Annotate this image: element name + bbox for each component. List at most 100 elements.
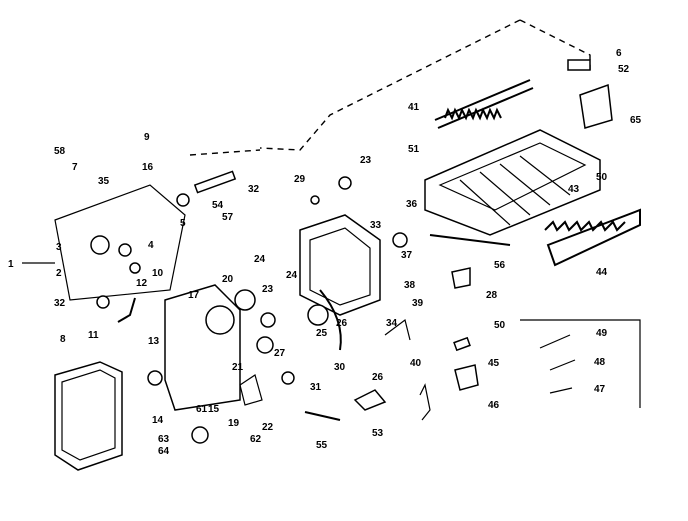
part-label-32: 32	[54, 298, 66, 309]
motor-17	[205, 305, 235, 335]
part-label-29: 29	[294, 174, 306, 185]
part-label-13: 13	[148, 336, 160, 347]
part-label-20: 20	[222, 274, 234, 285]
part-label-11: 11	[88, 330, 99, 341]
part-label-7: 7	[72, 162, 78, 173]
control-assembly-outline	[54, 184, 186, 301]
part-label-38: 38	[404, 280, 416, 291]
front-cover-part	[54, 361, 123, 471]
part-label-16: 16	[142, 162, 154, 173]
part-label-49: 49	[596, 328, 608, 339]
part-number-labels: 6526541515043445623293336379163254557587…	[8, 48, 642, 457]
shaft-54	[193, 170, 237, 194]
gear-63	[191, 426, 209, 444]
gear-26a	[256, 336, 274, 354]
part-label-4: 4	[148, 240, 154, 251]
clip-48	[549, 359, 576, 371]
part-label-65: 65	[630, 115, 642, 126]
fitting-6	[567, 59, 591, 71]
part-label-3: 3	[56, 242, 62, 253]
part-label-57: 57	[222, 212, 234, 223]
motor-3	[90, 235, 110, 255]
part-label-46: 46	[488, 400, 500, 411]
part-label-33: 33	[370, 220, 382, 231]
part-label-24: 24	[286, 270, 298, 281]
wire-40	[419, 383, 431, 421]
arm-30	[319, 289, 342, 351]
bracket-28	[451, 267, 471, 289]
part-label-40: 40	[410, 358, 422, 369]
part-label-51: 51	[408, 144, 420, 155]
screw-29	[310, 195, 320, 205]
part-label-14: 14	[152, 415, 164, 426]
part-label-31: 31	[310, 382, 322, 393]
part-label-62: 62	[250, 434, 262, 445]
part-label-26: 26	[372, 372, 384, 383]
part-label-30: 30	[334, 362, 346, 373]
part-label-56: 56	[494, 260, 506, 271]
part-label-15: 15	[208, 404, 220, 415]
part-label-55: 55	[316, 440, 328, 451]
part-label-21: 21	[232, 362, 244, 373]
part-label-63: 63	[158, 434, 170, 445]
mounting-plate-part	[164, 284, 241, 411]
wire-55	[304, 411, 341, 421]
inset-box-47-49	[520, 319, 641, 408]
switch-4	[118, 243, 132, 257]
part-label-35: 35	[98, 176, 110, 187]
gear-5	[176, 193, 190, 207]
part-label-23: 23	[360, 155, 372, 166]
bracket-21	[239, 374, 263, 406]
heater-rod-56	[429, 234, 511, 246]
plug-45	[453, 336, 471, 352]
spring-10	[129, 262, 141, 274]
part-label-43: 43	[568, 184, 580, 195]
screw-23a	[338, 176, 352, 190]
gear-20	[234, 289, 256, 311]
part-label-1: 1	[8, 259, 14, 270]
part-label-34: 34	[386, 318, 398, 329]
part-label-26: 26	[336, 318, 348, 329]
part-label-27: 27	[274, 348, 286, 359]
harness-dashed-path	[189, 149, 261, 156]
thermostat-49	[539, 334, 571, 349]
part-label-61: 61	[196, 404, 208, 415]
knob-13	[147, 370, 163, 386]
part-label-52: 52	[618, 64, 630, 75]
part-label-8: 8	[60, 334, 66, 345]
part-label-24: 24	[254, 254, 266, 265]
ice-mold-part	[424, 129, 601, 236]
clamp-53	[353, 389, 387, 411]
part-label-12: 12	[136, 278, 148, 289]
part-label-50: 50	[494, 320, 506, 331]
inlet-52	[579, 83, 613, 129]
part-label-17: 17	[188, 290, 200, 301]
part-label-19: 19	[228, 418, 240, 429]
part-label-22: 22	[262, 422, 274, 433]
part-label-28: 28	[486, 290, 498, 301]
heater-11	[117, 297, 136, 323]
part-label-64: 64	[158, 446, 170, 457]
part-label-5: 5	[180, 218, 186, 229]
part-label-54: 54	[212, 200, 224, 211]
part-label-50: 50	[596, 172, 608, 183]
valve-46	[454, 364, 479, 391]
screw-47	[549, 387, 573, 394]
part-label-23: 23	[262, 284, 274, 295]
part-label-41: 41	[408, 102, 420, 113]
part-label-39: 39	[412, 298, 424, 309]
part-label-6: 6	[616, 48, 622, 59]
ejector-blade-part	[434, 79, 534, 129]
part-label-53: 53	[372, 428, 384, 439]
part-label-36: 36	[406, 199, 418, 210]
part-label-45: 45	[488, 358, 500, 369]
part-label-25: 25	[316, 328, 328, 339]
part-label-10: 10	[152, 268, 164, 279]
part-label-47: 47	[594, 384, 606, 395]
cam-23	[260, 312, 276, 328]
part-label-44: 44	[596, 267, 608, 278]
part-label-9: 9	[144, 132, 150, 143]
nut-31	[281, 371, 295, 385]
